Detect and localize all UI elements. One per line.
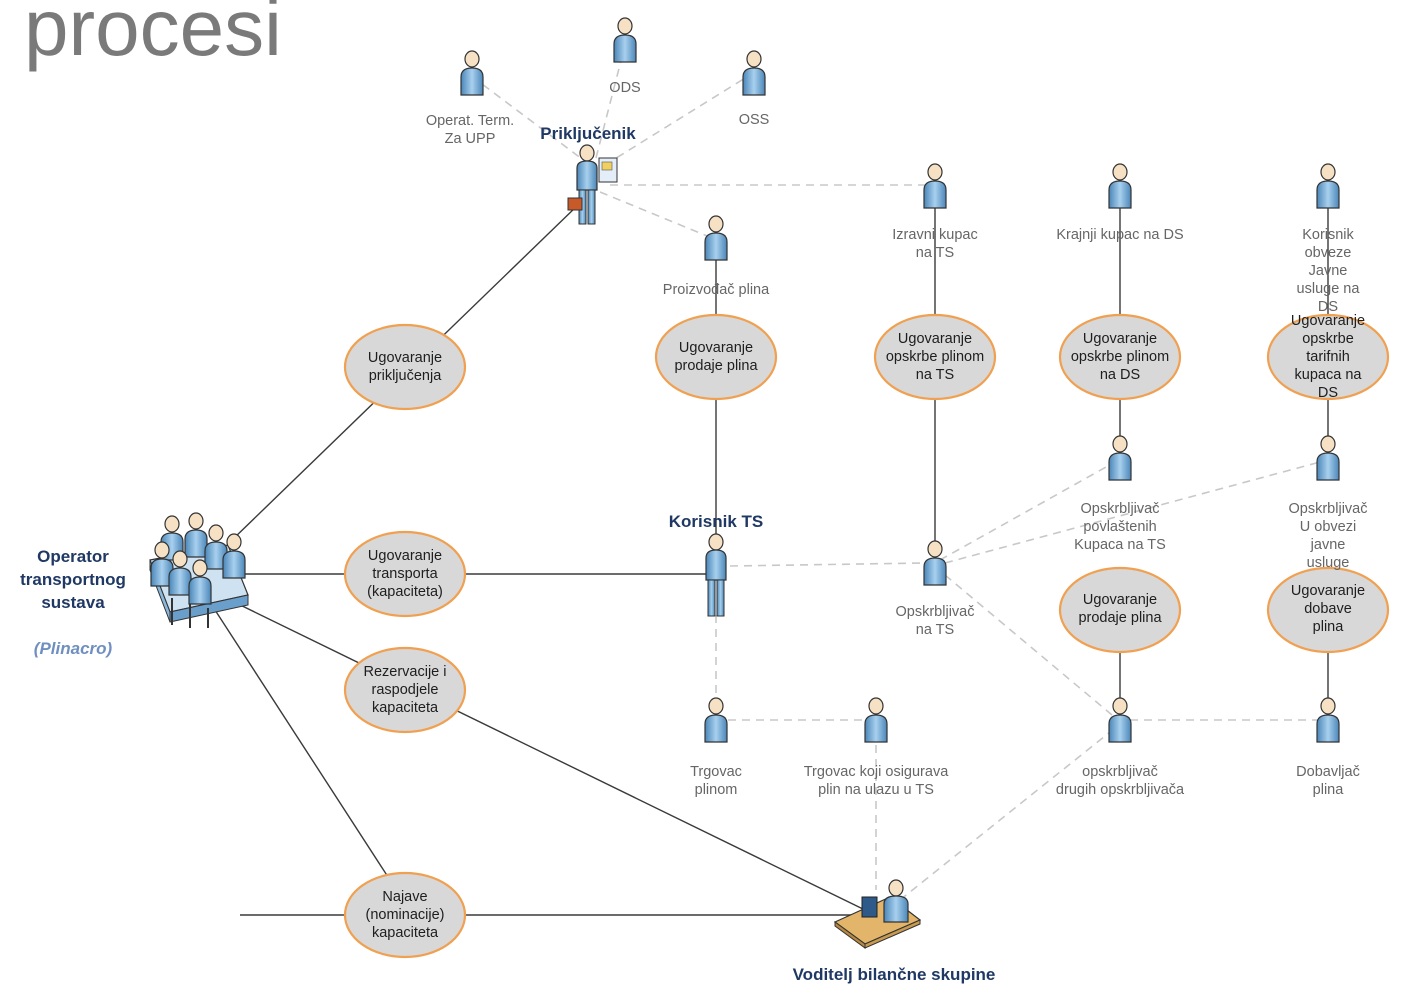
ellipse-ugovaranje-opskrbe-ts xyxy=(873,313,997,401)
process-ugovaranje-opskrbe-ts: Ugovaranje opskrbe plinom na TS xyxy=(885,331,985,383)
ellipse-ugovaranje-transporta xyxy=(343,530,467,618)
ellipse-ugovaranje-prodaje-2 xyxy=(1058,566,1182,654)
voditelj-desk-icon xyxy=(833,879,922,949)
korisnik-ts-icon xyxy=(705,533,727,617)
ellipse-ugovaranje-prikljucenja xyxy=(343,323,467,411)
ellipse-rezervacije xyxy=(343,646,467,734)
ellipse-ugovaranje-opskrbe-ds xyxy=(1058,313,1182,401)
ellipse-ugovaranje-tarifnih xyxy=(1266,313,1390,401)
ellipse-najave xyxy=(343,871,467,959)
label-prikljucenik: Priključenik xyxy=(540,124,636,143)
opskrbljivac-drugih-person-icon xyxy=(1108,697,1132,743)
label-opskrbljivac-povl: Opskrbljivač povlaštenih Kupaca na TS xyxy=(1074,501,1166,553)
korisnik-obveze-person-icon xyxy=(1316,163,1340,209)
process-ugovaranje-opskrbe-ds: Ugovaranje opskrbe plinom na DS xyxy=(1070,331,1170,383)
opskrbljivac-povl-person-icon xyxy=(1108,435,1132,481)
label-ods: ODS xyxy=(609,80,641,96)
process-rezervacije: Rezervacije i raspodjele kapaciteta xyxy=(363,664,447,716)
process-ugovaranje-dobave: Ugovaranje dobave plina xyxy=(1290,583,1366,635)
dashed-connectors xyxy=(469,44,1322,901)
izravni-kupac-person-icon xyxy=(923,163,947,209)
label-operator-name: Operator transportnog sustava xyxy=(20,547,126,612)
label-opskrbljivac-javne: Opskrbljivač U obvezi javne usluge xyxy=(1288,501,1368,571)
process-ugovaranje-prodaje-plina-2: Ugovaranje prodaje plina xyxy=(1078,592,1162,626)
label-izravni-kupac: Izravni kupac na TS xyxy=(892,227,978,261)
krajnji-kupac-person-icon xyxy=(1108,163,1132,209)
page-title: procesi xyxy=(24,0,282,72)
label-trgovac-plinom: Trgovac plinom xyxy=(690,764,742,798)
ellipse-ugovaranje-prodaje-1 xyxy=(654,313,778,401)
ellipse-ugovaranje-dobave xyxy=(1266,566,1390,654)
label-trgovac-ulaz: Trgovac koji osigurava plin na ulazu u T… xyxy=(803,764,949,798)
label-korisnik-obveze: Korisnik obveze Javne usluge na DS xyxy=(1296,227,1360,315)
opskrbljivac-javne-person-icon xyxy=(1316,435,1340,481)
process-najave: Najave (nominacije) kapaciteta xyxy=(365,889,445,941)
dobavljac-person-icon xyxy=(1316,697,1340,743)
process-ellipses xyxy=(343,313,1390,959)
label-korisnik-ts: Korisnik TS xyxy=(668,512,764,531)
process-ugovaranje-transporta: Ugovaranje transporta (kapaciteta) xyxy=(367,548,443,600)
label-proizvodac: Proizvođač plina xyxy=(662,282,770,298)
opskrbljivac-ts-person-icon xyxy=(923,540,947,586)
label-opskrbljivac-drugih: opskrbljivač drugih opskrbljivača xyxy=(1055,764,1185,798)
proizvodac-person-icon xyxy=(704,215,728,261)
label-voditelj: Voditelj bilančne skupine xyxy=(792,965,996,984)
oss-person-icon xyxy=(742,50,766,96)
operator-meeting-icon xyxy=(149,512,249,628)
ods-person-icon xyxy=(613,17,637,63)
prikljucenik-icon xyxy=(567,144,618,225)
label-oss: OSS xyxy=(738,112,770,128)
process-ugovaranje-prodaje-plina: Ugovaranje prodaje plina xyxy=(674,340,758,374)
trgovac-ulaz-person-icon xyxy=(864,697,888,743)
label-dobavljac: Dobavljač plina xyxy=(1296,764,1360,798)
process-ugovaranje-prikljucenja: Ugovaranje priključenja xyxy=(367,350,443,384)
process-ugovaranje-tarifnih: Ugovaranje opskrbe tarifnih kupaca na DS xyxy=(1290,313,1366,401)
label-operat-term: Operat. Term. Za UPP xyxy=(425,113,515,147)
label-operator: Operator transportnog sustava (Plinacro) xyxy=(20,522,126,660)
operat-term-person-icon xyxy=(460,50,484,96)
label-opskrbljivac-ts: Opskrbljivač na TS xyxy=(895,604,975,638)
label-operator-sub: (Plinacro) xyxy=(33,639,113,658)
trgovac-plinom-person-icon xyxy=(704,697,728,743)
label-krajnji-kupac: Krajnji kupac na DS xyxy=(1056,227,1184,243)
